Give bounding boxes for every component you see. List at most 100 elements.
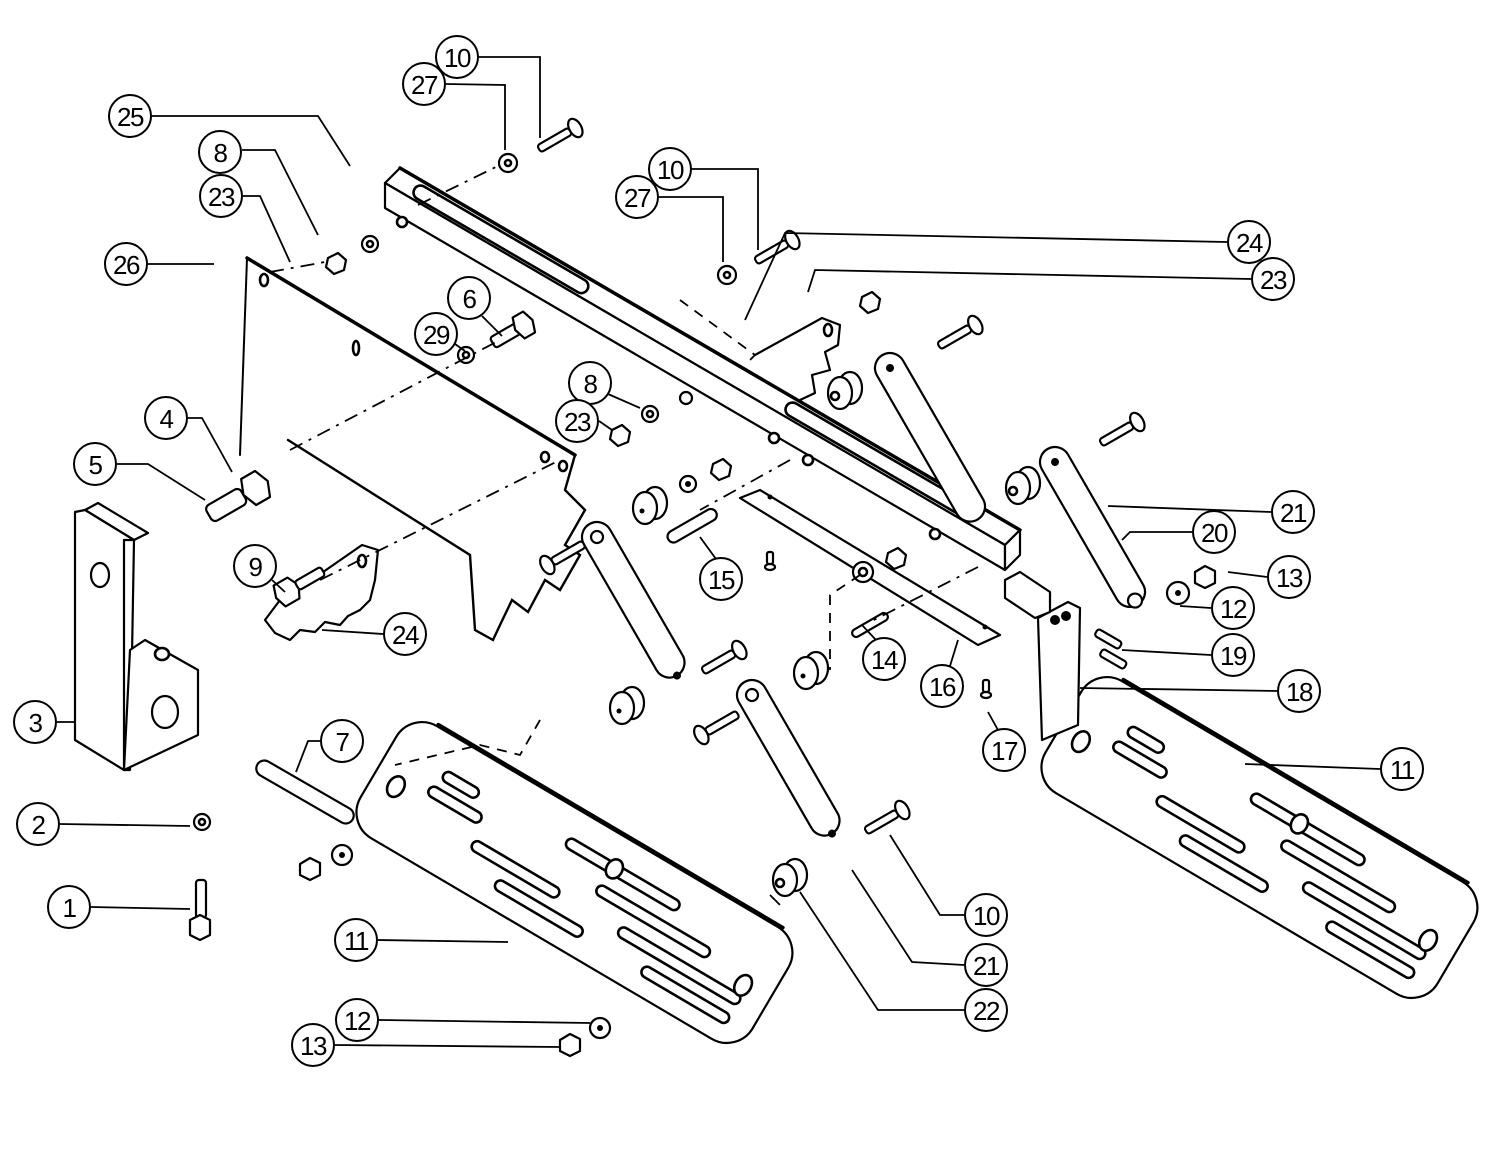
callout-17: 17 (982, 711, 1026, 772)
callout-leader-line (188, 417, 233, 473)
callout-circle (435, 35, 479, 79)
callout-11: 11 (1244, 747, 1424, 791)
callout-leader-line (949, 639, 959, 667)
callout-leader-line (152, 115, 351, 167)
callout-leader-line (1227, 571, 1268, 578)
callout-27: 27 (615, 175, 724, 262)
callout-leader-line (117, 463, 206, 501)
callout-circle (144, 396, 188, 440)
callout-leader-line (1107, 505, 1272, 513)
callout-number: 27 (624, 183, 651, 213)
callout-16: 16 (920, 639, 964, 708)
callout-circle (964, 893, 1008, 937)
callout-circle (1277, 669, 1321, 713)
callout-circle (383, 612, 427, 656)
callout-18: 18 (1079, 669, 1321, 713)
callout-11: 11 (334, 918, 509, 962)
callout-number: 5 (89, 450, 103, 480)
callout-6: 6 (447, 276, 503, 337)
callout-leader-line (1079, 687, 1278, 692)
callout-circle (699, 557, 743, 601)
link-arm-upper (873, 351, 987, 523)
callout-21: 21 (851, 869, 1008, 987)
callout-circle (964, 943, 1008, 987)
callout-25: 25 (108, 94, 351, 167)
callout-circle (1227, 220, 1271, 264)
callout-27: 27 (402, 62, 506, 150)
callout-leader-line (378, 1019, 591, 1024)
callout-leader-line (1244, 763, 1381, 770)
callout-21: 21 (1107, 490, 1315, 534)
callout-number: 23 (208, 182, 235, 212)
callout-leader-line (1121, 649, 1212, 656)
callout-circle (108, 94, 152, 138)
callout-12: 12 (1179, 586, 1255, 630)
callout-number: 10 (973, 901, 1000, 931)
callout-number: 4 (160, 404, 174, 434)
callout-number: 1 (63, 893, 77, 923)
callout-number: 9 (249, 552, 263, 582)
callout-number: 23 (564, 407, 591, 437)
screws (536, 117, 1146, 835)
callout-leader-line (861, 624, 877, 641)
pawl-plate-upper (753, 316, 842, 402)
fasteners (188, 152, 1217, 1058)
callout-leader-line (692, 168, 759, 250)
callout-number: 8 (584, 369, 598, 399)
rollers (608, 370, 1042, 898)
callout-leader-line (699, 536, 717, 560)
callout-8: 8 (198, 130, 319, 236)
link-arm-center (580, 520, 686, 680)
callout-leader-line (377, 939, 509, 943)
callout-13: 13 (291, 1023, 561, 1067)
callout-circle (414, 312, 458, 356)
callout-number: 13 (1276, 563, 1303, 593)
callout-circle (615, 175, 659, 219)
callout-circle (199, 174, 243, 218)
callout-number: 21 (1280, 498, 1307, 528)
callout-circle (1380, 747, 1424, 791)
callout-number: 15 (708, 565, 735, 595)
callout-number: 11 (1390, 755, 1415, 785)
right-pedal (1040, 676, 1479, 1000)
callout-number: 6 (463, 284, 477, 314)
callout-circle (320, 719, 364, 763)
callout-leader-line (479, 56, 541, 138)
callout-9: 9 (233, 544, 286, 593)
callout-leader-line (59, 823, 191, 827)
callout-circle (334, 918, 378, 962)
callout-number: 10 (444, 43, 471, 73)
callout-number: 16 (929, 672, 956, 702)
callout-number: 23 (1260, 265, 1287, 295)
callout-10: 10 (435, 35, 541, 138)
callout-circle (1211, 586, 1255, 630)
callout-number: 2 (32, 810, 46, 840)
callout-number: 14 (871, 645, 898, 675)
callout-circle (862, 637, 906, 681)
callout-leader-line (744, 232, 1228, 321)
callout-leader-line (799, 891, 964, 1011)
callout-26: 26 (104, 242, 214, 286)
callout-leader-line (454, 343, 466, 352)
callout-leader-line (889, 834, 964, 916)
callout-circle (104, 242, 148, 286)
callout-number: 22 (973, 996, 1000, 1026)
callout-leader-line (243, 195, 291, 263)
callout-number: 24 (1236, 228, 1263, 258)
callout-circle (233, 544, 277, 588)
callout-number: 18 (1286, 677, 1313, 707)
callout-circle (982, 728, 1026, 772)
pawl-plate-lower (263, 543, 380, 642)
callout-number: 25 (117, 102, 144, 132)
callout-7: 7 (295, 719, 364, 773)
callout-number: 20 (1201, 518, 1228, 548)
callout-circle (16, 802, 60, 846)
callout-number: 12 (344, 1006, 371, 1036)
bracket-plate-18 (1003, 570, 1082, 742)
callout-leader-line (1121, 531, 1192, 541)
callout-circle (402, 62, 446, 106)
callout-circle (335, 998, 379, 1042)
callout-15: 15 (699, 536, 743, 601)
callout-leader-line (659, 196, 724, 262)
